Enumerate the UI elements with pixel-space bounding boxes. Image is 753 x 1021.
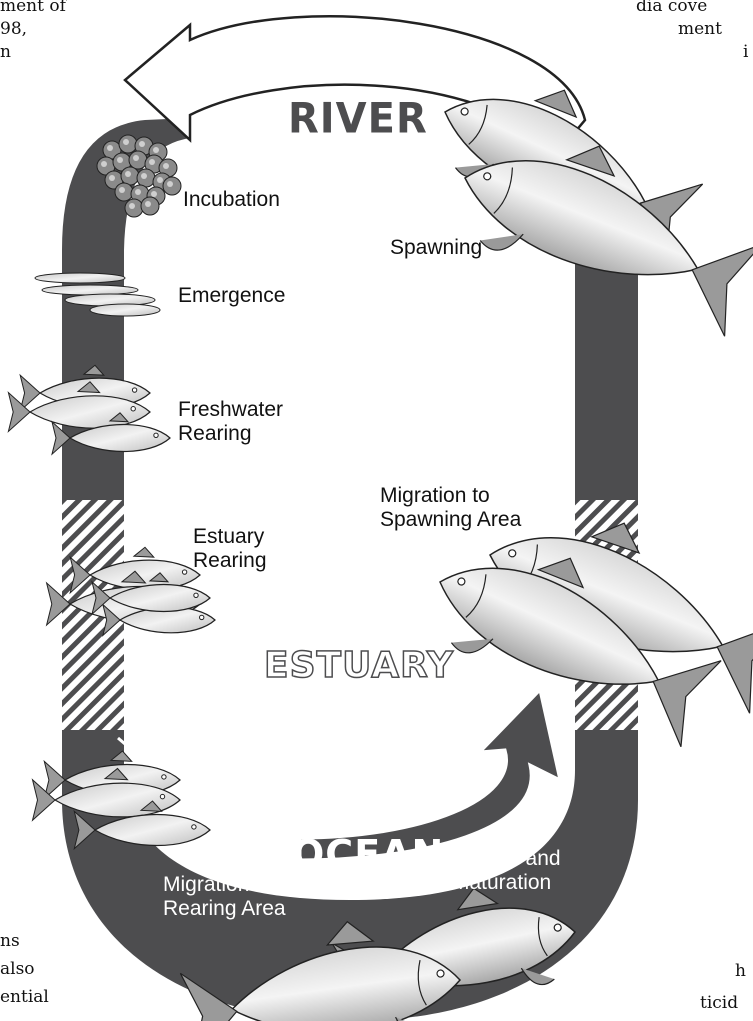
stage-label-growth-maturation: Growth and Maturation — [452, 847, 561, 895]
freshwater-fish-icon — [8, 365, 170, 454]
emergence-fry-icon — [35, 273, 160, 316]
stage-label-incubation: Incubation — [183, 188, 280, 212]
stage-label-emergence: Emergence — [178, 284, 285, 308]
label-line: Freshwater — [178, 398, 283, 422]
stage-label-migration-spawning: Migration to Spawning Area — [380, 484, 521, 532]
zone-label-river: RIVER — [288, 95, 428, 143]
label-line: Migration to — [163, 873, 286, 897]
label-line: Maturation — [452, 871, 561, 895]
zone-label-ocean: OCEAN — [292, 832, 444, 876]
stage-label-freshwater-rearing: Freshwater Rearing — [178, 398, 283, 446]
label-line: Rearing — [178, 422, 283, 446]
label-line: Migration to — [380, 484, 521, 508]
label-line: Rearing — [193, 549, 267, 573]
stage-label-spawning: Spawning — [390, 236, 482, 260]
label-line: Spawning Area — [380, 508, 521, 532]
label-line: Estuary — [193, 525, 267, 549]
stage-label-estuary-rearing: Estuary Rearing — [193, 525, 267, 573]
label-line: Rearing Area — [163, 897, 286, 921]
river-band-right — [575, 250, 638, 500]
label-line: Growth and — [452, 847, 561, 871]
zone-label-estuary: ESTUARY — [264, 645, 454, 686]
stage-label-migration-rearing: Migration to Rearing Area — [163, 873, 286, 921]
